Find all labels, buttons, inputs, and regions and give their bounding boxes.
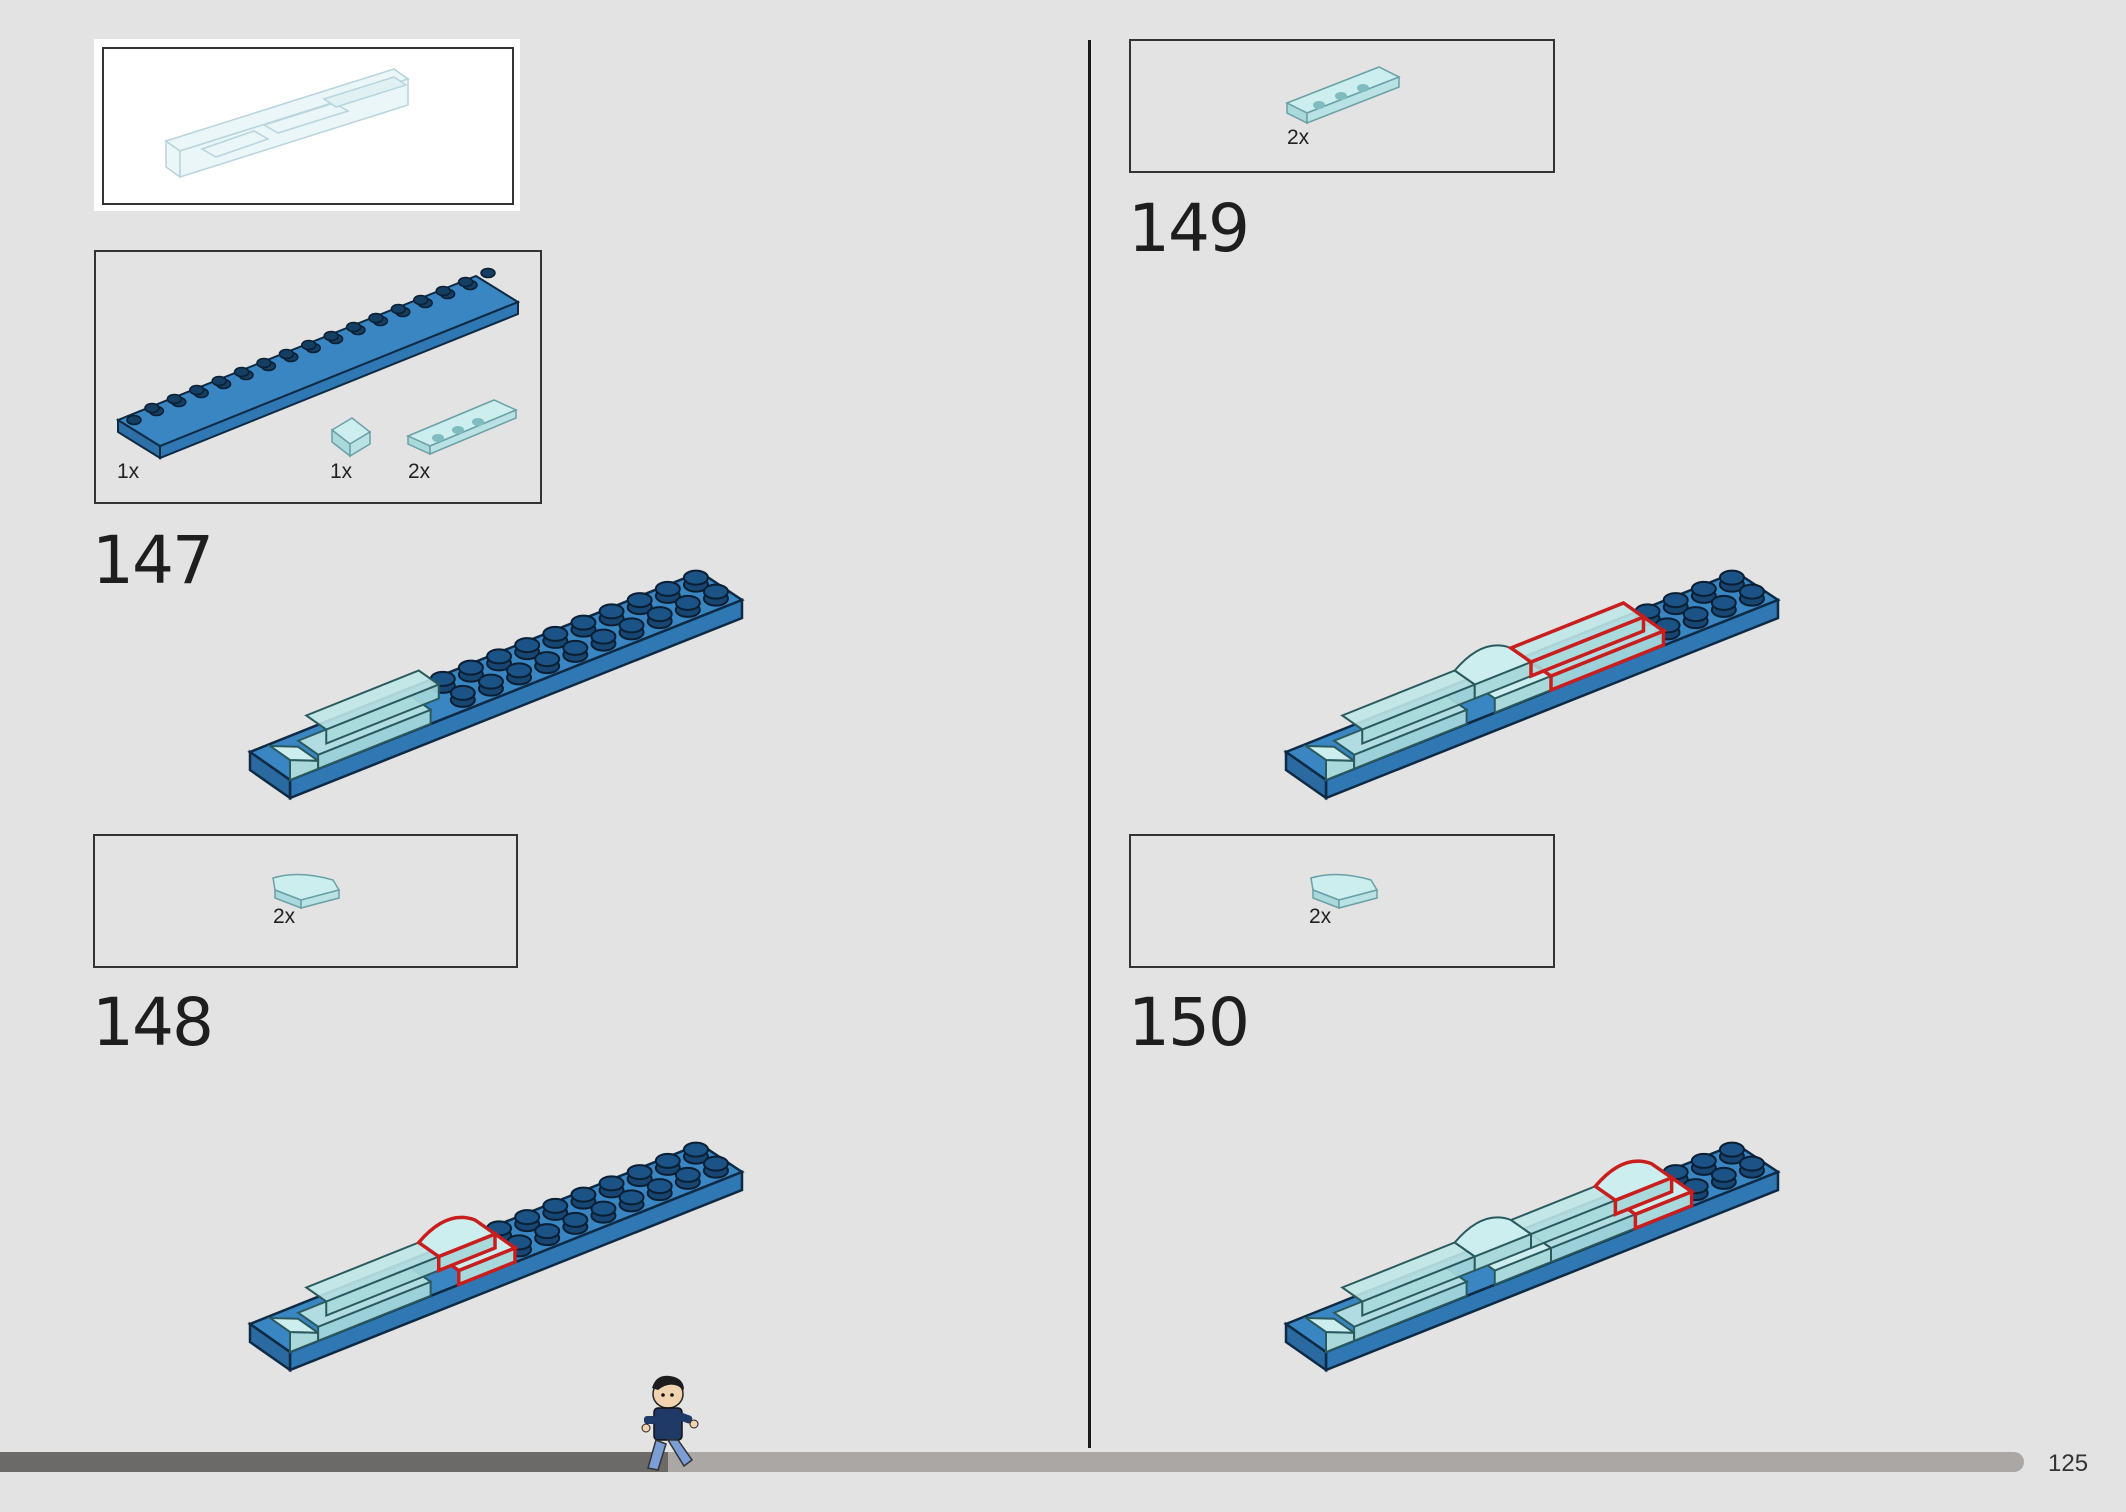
- trans-plate-1x4-icon: [1285, 66, 1401, 125]
- build-illustration-149: [1283, 569, 1781, 801]
- page-number: 125: [2048, 1450, 2089, 1477]
- parts-box-147: [94, 250, 542, 504]
- blue-plate-2x16-icon: [115, 267, 521, 460]
- minifigure-walker-icon: [641, 1375, 699, 1471]
- build-illustration-147: [247, 569, 745, 801]
- build-illustration-150: [1283, 1141, 1781, 1373]
- page-divider: [1088, 40, 1091, 1448]
- trans-slope-icon: [330, 417, 372, 458]
- step-number: 149: [1128, 190, 1250, 267]
- curved-slope-icon: [272, 873, 341, 910]
- build-illustration-148: [247, 1141, 745, 1373]
- step-number: 150: [1128, 984, 1250, 1061]
- part-qty-label: 2x: [1287, 126, 1310, 149]
- part-qty-label: 1x: [330, 460, 353, 483]
- parts-box-150: [1129, 834, 1555, 968]
- step-number: 147: [92, 522, 214, 599]
- submodel-preview: [94, 39, 520, 211]
- parts-box-149: [1129, 39, 1555, 173]
- curved-slope-icon: [1310, 873, 1379, 910]
- part-qty-label: 1x: [117, 460, 140, 483]
- parts-147-icons: [115, 267, 521, 460]
- submodel-preview-image: [164, 68, 410, 179]
- part-qty-label: 2x: [408, 460, 431, 483]
- parts-box-148: [93, 834, 518, 968]
- trans-plate-1x4-icon: [406, 399, 518, 456]
- part-qty-label: 2x: [273, 905, 296, 928]
- part-qty-label: 2x: [1309, 905, 1332, 928]
- progress-fill: [0, 1452, 668, 1472]
- step-number: 148: [92, 984, 214, 1061]
